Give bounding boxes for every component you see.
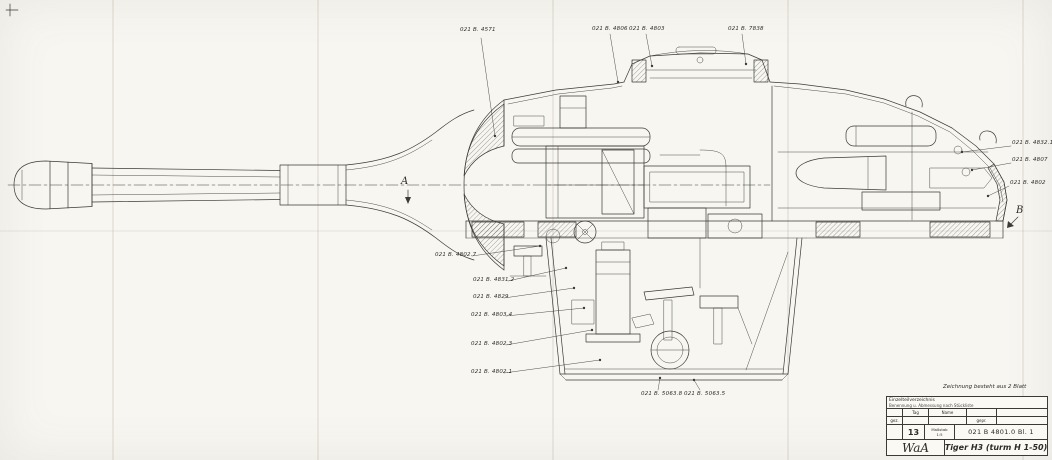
title-block-row-gepr: gepr.	[967, 417, 997, 424]
sheet-corner-marks	[5, 3, 19, 17]
title-block-cell	[903, 417, 929, 424]
part-label: 021 B. 4802.3	[471, 341, 513, 347]
part-label: 021 B. 5063.5	[684, 391, 726, 397]
section-marker-b: B	[1016, 205, 1024, 216]
gun-barrel	[13, 109, 475, 261]
title-block-cell	[997, 409, 1047, 416]
leader-lines	[471, 33, 1012, 391]
title-block-cell	[887, 425, 903, 439]
title-block-cell	[929, 417, 967, 424]
title-block-header: Einzelteilverzeichnis Benennung u. Abmes…	[887, 397, 1047, 409]
title-block-cell	[887, 409, 903, 416]
title-block-bottom-row: WaA Tiger H3 (turm H 1-50)	[887, 440, 1047, 455]
title-block-cell	[997, 417, 1047, 424]
title-block-info-row: 13 Maßstab 1:5 021 B 4801.0 Bl. 1	[887, 425, 1047, 440]
turret-basket	[545, 237, 803, 381]
title-block-scale: Maßstab 1:5	[925, 425, 955, 439]
turret-shell	[465, 52, 1008, 239]
part-label: 021 B. 4829	[473, 294, 509, 300]
part-label: 021 B. 4806	[592, 26, 628, 32]
part-label: 021 B. 4832.1	[1012, 140, 1052, 146]
breech-assembly	[511, 95, 751, 244]
section-markers-arrows	[405, 189, 1019, 228]
sheet-note: Zeichnung besteht aus 2 Blatt	[943, 384, 1027, 390]
scale-label: Maßstab	[931, 426, 948, 432]
part-label: 021 B. 4807	[1012, 157, 1048, 163]
part-label: 021 B. 4802	[1010, 180, 1046, 186]
cupola	[631, 46, 769, 83]
gunner-seat	[509, 245, 547, 277]
title-block-drawing-number: 021 B 4801.0 Bl. 1	[968, 428, 1034, 436]
title-block-sheet-count: 13	[903, 425, 925, 439]
drawing-title: Tiger H3 (turm H 1-50)	[945, 443, 1047, 452]
part-label: 021 B. 4831.2	[473, 277, 515, 283]
part-label: 021 B. 7838	[728, 26, 764, 32]
part-label: 021 B. 4803	[629, 26, 665, 32]
basket-equipment	[571, 241, 753, 370]
title-block-grid-row: Tag Name	[887, 409, 1047, 417]
waffenamt-stamp: WaA	[887, 440, 945, 455]
part-label: 021 B. 4802.1	[471, 369, 513, 375]
section-marker-a: A	[401, 176, 409, 187]
part-label: 021 B. 4571	[460, 27, 496, 33]
part-label: 021 B. 5063.8	[641, 391, 683, 397]
title-block-grid-row: gez. gepr.	[887, 417, 1047, 425]
title-block-col-tag: Tag	[903, 409, 929, 416]
title-block-cell	[967, 409, 997, 416]
lifting-lugs	[905, 95, 997, 144]
part-label: 021 B. 4802.7	[435, 252, 477, 258]
title-block-row-gez: gez.	[887, 417, 903, 424]
traverse-gear	[647, 149, 763, 239]
title-block-col-name: Name	[929, 409, 967, 416]
part-label: 021 B. 4803.4	[471, 312, 513, 318]
scale-value: 1:5	[936, 431, 943, 437]
ammo-stowage	[771, 85, 997, 222]
title-block: Einzelteilverzeichnis Benennung u. Abmes…	[886, 396, 1048, 456]
title-block-header-line1: Einzelteilverzeichnis	[889, 398, 935, 403]
title-block-header-line2: Benennung u. Abmessung nach Stückliste	[889, 403, 974, 408]
